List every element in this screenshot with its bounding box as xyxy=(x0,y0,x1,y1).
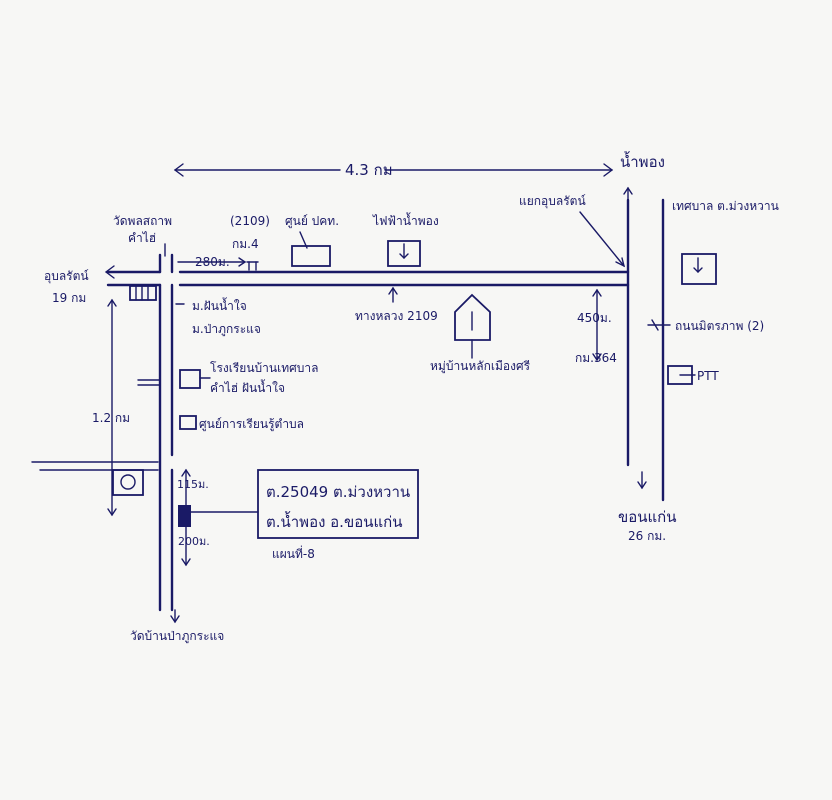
khon-kaen-label: ขอนแก่น xyxy=(618,508,677,526)
learning-center-label: ศูนย์การเรียนรู้ตำบล xyxy=(199,417,304,432)
electric-building-icon xyxy=(387,240,421,267)
center-pointer xyxy=(299,231,308,249)
school-building-icon xyxy=(179,369,201,389)
school-label-2: คำไฮ่ ฝันน้ำใจ xyxy=(210,379,285,395)
learning-center-icon xyxy=(179,415,197,430)
village-house-label: หมู่บ้านหลักเมืองศรี xyxy=(430,359,531,374)
dist-1-2-label: 1.2 กม xyxy=(92,411,130,425)
junction-label: แยกอุบลรัตน์ xyxy=(519,194,586,209)
km-marker-icon xyxy=(246,261,259,271)
dist-115-label: 115ม. xyxy=(177,478,209,491)
khon-kaen-km-label: 26 กม. xyxy=(628,529,666,543)
village-1-label: ม.ฝันน้ำใจ xyxy=(192,297,247,313)
mittraphap-road-label: ถนนมิตรภาพ (2) xyxy=(675,319,764,333)
ubonrat-km-label: 19 กม xyxy=(52,291,86,305)
temple-label-top-2: คำไฮ่ xyxy=(128,231,156,245)
center-building-icon xyxy=(291,245,331,267)
side-road-scribble xyxy=(31,461,159,496)
dist-200-label: 200ม. xyxy=(178,535,210,548)
right-road-vertical xyxy=(623,186,647,490)
km-364-label: กม.364 xyxy=(575,351,617,365)
bridge-icon xyxy=(129,285,157,301)
electric-authority-label: ไฟฟ้าน้ำพอง xyxy=(372,212,439,228)
dist-450-label: 450ม. xyxy=(577,311,612,325)
nam-phong-label: น้ำพอง xyxy=(620,151,665,171)
km4-label: กม.4 xyxy=(232,237,259,251)
temple-label-top-1: วัดพลสถาพ xyxy=(113,214,172,228)
road-2109-paren-label: (2109) xyxy=(230,214,270,228)
address-line-2: ต.น้ำพอง อ.ขอนแก่น xyxy=(266,511,402,531)
school-label-1: โรงเรียนบ้านเทศบาล xyxy=(210,361,318,375)
village-2-label: ม.ป่าภูกระแจ xyxy=(192,322,261,337)
municipality-building-icon xyxy=(681,253,717,285)
municipality-label: เทศบาล ต.ม่วงหวาน xyxy=(672,199,779,213)
village-house-icon xyxy=(454,293,491,341)
ptt-label: PTT xyxy=(697,369,719,383)
left-vertical-road xyxy=(158,253,180,624)
main-road-horizontal xyxy=(104,265,630,287)
center-label: ศูนย์ ปคท. xyxy=(285,214,339,229)
address-box xyxy=(257,469,419,539)
junction-pointer xyxy=(579,211,625,267)
temple-bottom-label: วัดบ้านป่าภูกระแจ xyxy=(130,629,224,644)
target-building-icon xyxy=(178,505,259,527)
address-line-1: ต.25049 ต.ม่วงหวาน xyxy=(266,483,410,501)
dist-280-label: 280ม. xyxy=(195,255,230,269)
scribble-note: แผนที่-8 xyxy=(272,545,315,561)
distance-label-4-3km: 4.3 กม xyxy=(345,161,393,179)
distance-arrow-top: 4.3 กม xyxy=(173,161,614,179)
ubonrat-label: อุบลรัตน์ xyxy=(44,269,89,284)
highway-2109-label: ทางหลวง 2109 xyxy=(355,309,438,323)
